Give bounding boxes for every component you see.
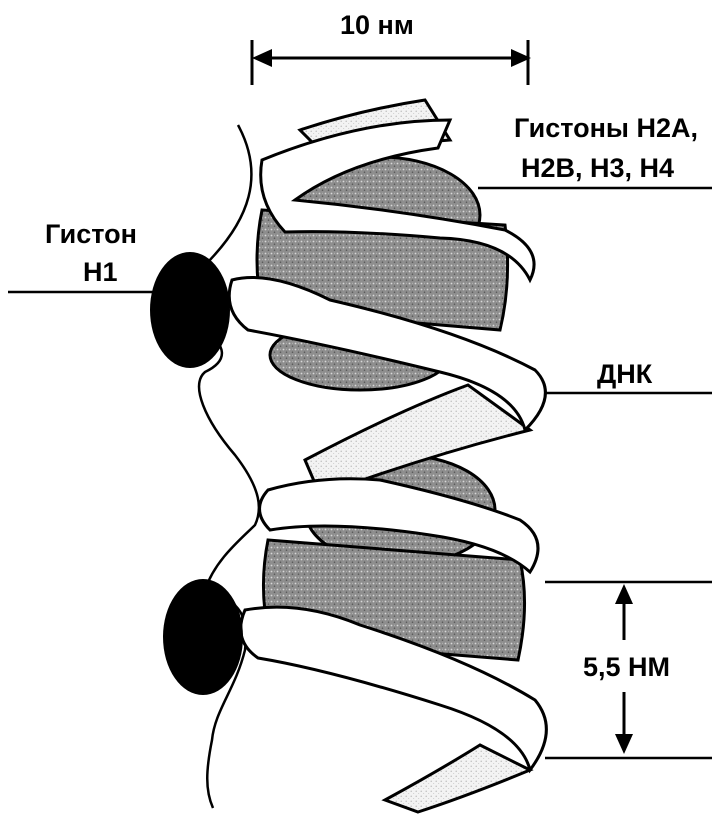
- histone-h1-label-line2: Н1: [83, 257, 118, 287]
- histone-h1-label-line1: Гистон: [45, 219, 137, 249]
- linker-dna: [197, 125, 259, 808]
- histone-h1-lower: [163, 579, 243, 695]
- histone-h1-upper: [150, 252, 230, 368]
- pitch-dimension-label: 5,5 НМ: [583, 652, 670, 682]
- width-arrowhead-left: [252, 49, 272, 67]
- pitch-arrowhead-down: [615, 734, 633, 754]
- dna-ribbon-back-lower: [385, 745, 530, 812]
- pitch-arrowhead-up: [615, 584, 633, 604]
- dna-label: ДНК: [597, 359, 653, 389]
- core-histones-label-line1: Гистоны Н2А,: [514, 113, 698, 143]
- width-dimension-label: 10 нм: [340, 10, 414, 40]
- core-histones-label-line2: Н2В, Н3, Н4: [521, 153, 674, 183]
